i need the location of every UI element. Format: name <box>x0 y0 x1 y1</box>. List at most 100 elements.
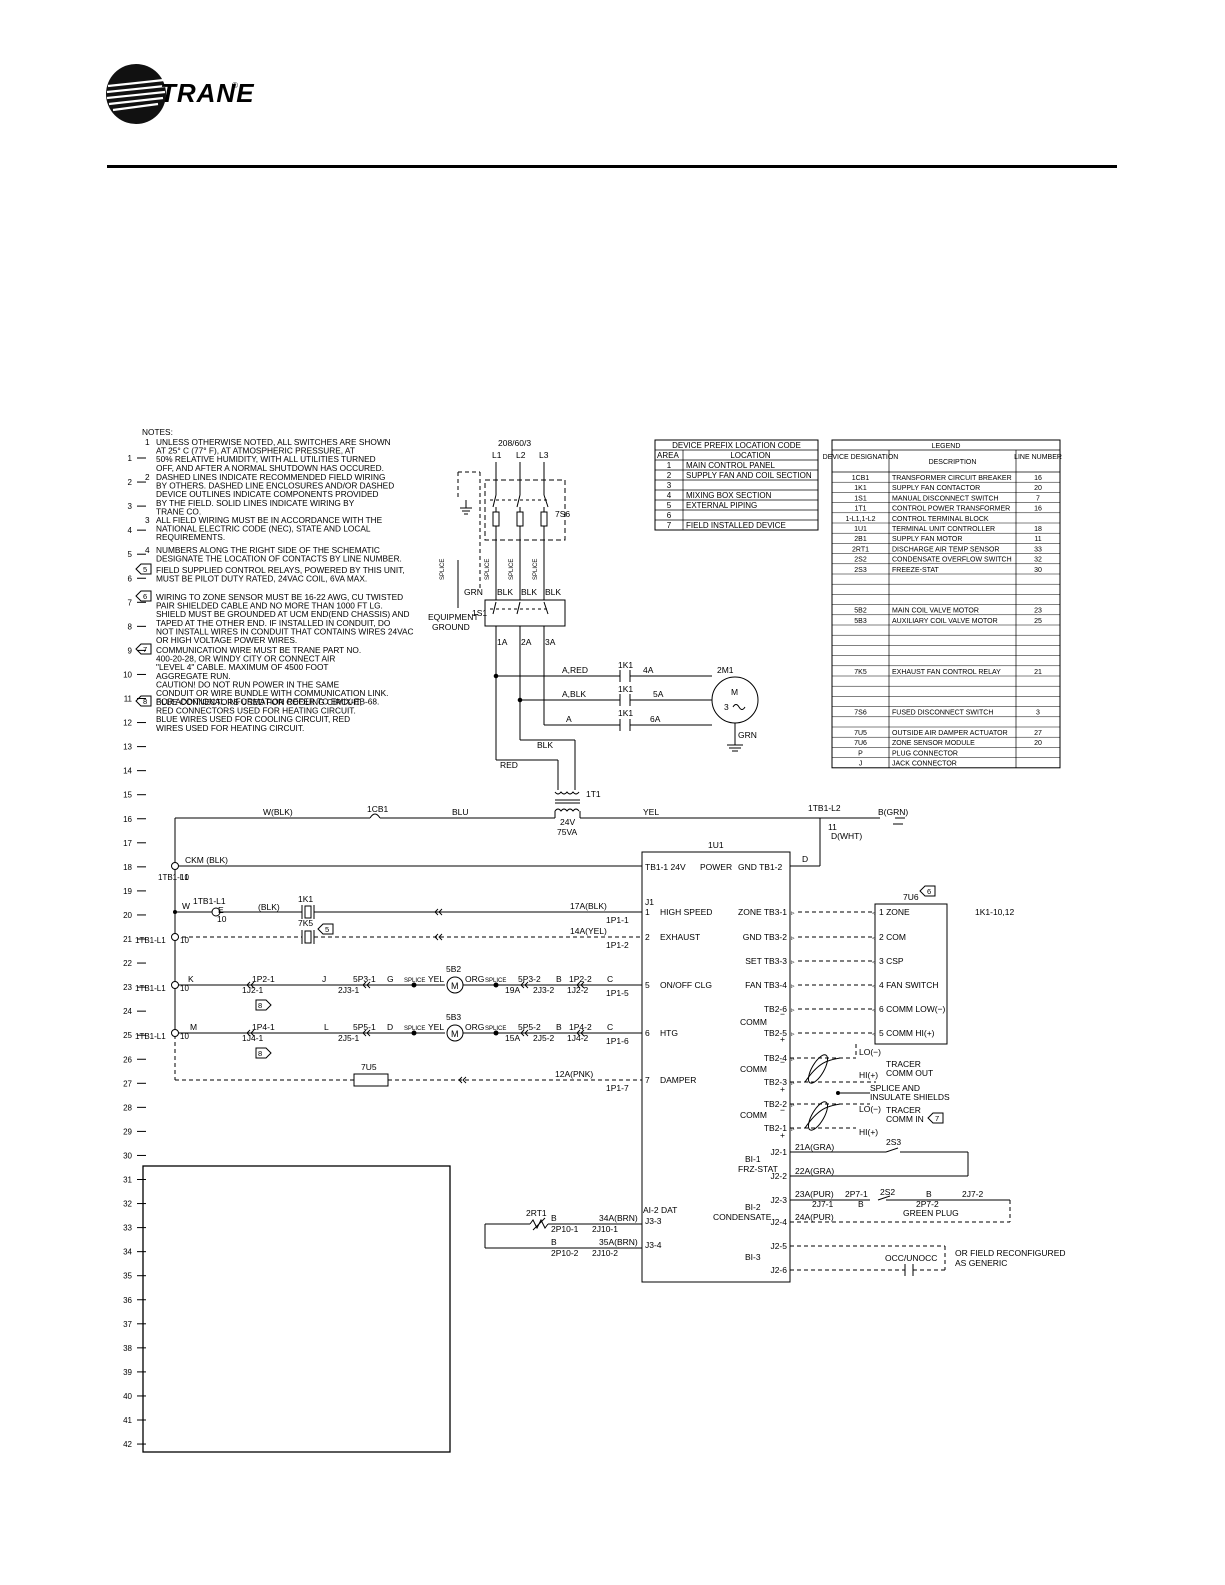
generic-2: AS GENERIC <box>955 1258 1007 1268</box>
line-number-column: 1234567891011121314151617181920212223242… <box>123 454 146 1449</box>
polarity-plus: + <box>780 1084 785 1094</box>
jack-1j2-2: 1J2-2 <box>567 985 589 995</box>
plug-5p5-2: 5P5-2 <box>518 1022 541 1032</box>
contactor-1k1-c: 1K1 <box>618 708 633 718</box>
legend-description-cell: CONTROL TERMINAL BLOCK <box>892 516 989 523</box>
motor-ground-label: GRN <box>738 730 757 740</box>
jack-2j3-1: 2J3-1 <box>338 985 360 995</box>
right-terminal: SET TB3-3 <box>745 956 787 966</box>
jack-2j5-2: 2J5-2 <box>533 1033 555 1043</box>
note-flag-6 <box>135 590 152 602</box>
note-number: 1 <box>145 437 150 447</box>
splice-label-4: SPLICE <box>533 559 539 580</box>
zone-sensor-name: 7U6 <box>903 892 919 902</box>
splice-25b: SPLICE <box>485 1026 506 1032</box>
legend-description-cell: PLUG CONNECTOR <box>892 750 958 757</box>
motor-m-label: M <box>731 687 738 697</box>
input-pin: 2 <box>645 932 650 942</box>
valve-m-5b2: M <box>451 981 459 991</box>
legend-line-cell: 7 <box>1036 495 1040 502</box>
wire-blu: BLU <box>452 807 469 817</box>
transformer-va: 75VA <box>557 827 577 837</box>
legend-description-cell: DISCHARGE AIR TEMP SENSOR <box>892 546 1000 553</box>
line-number: 41 <box>123 1416 132 1425</box>
line-number: 7 <box>128 598 133 607</box>
prefix-area-cell: 4 <box>667 491 672 500</box>
wire-grn-label: GRN <box>464 587 483 597</box>
transformer-volts: 24V <box>560 817 575 827</box>
wire-b-32: B <box>858 1199 864 1209</box>
splice-shields-2: INSULATE SHIELDS <box>870 1092 950 1102</box>
valve-m-5b3: M <box>451 1029 459 1039</box>
wire-b-32b: B <box>926 1189 932 1199</box>
prefix-location-cell: EXTERNAL PIPING <box>686 501 757 510</box>
wire-24a: 24A(PUR) <box>795 1212 834 1222</box>
note-line: CAUTION! DO NOT RUN POWER IN THE SAME <box>156 679 340 689</box>
control-circuits: M M 1TB1-L1 10 1TB1-L1 10 1TB1-L1 10 1TB… <box>135 818 642 1087</box>
wire-l: L <box>324 1022 329 1032</box>
note-line: TRANE CO. <box>156 506 201 516</box>
prefix-location-cell: SUPPLY FAN AND COIL SECTION <box>686 471 812 480</box>
note-number: 4 <box>145 545 150 555</box>
power-label: POWER <box>700 862 732 872</box>
splice-label-3: SPLICE <box>509 559 515 580</box>
plug-1p4-2: 1P4-2 <box>569 1022 592 1032</box>
green-plug: GREEN PLUG <box>903 1208 959 1218</box>
terminal-j3-3: J3-3 <box>645 1216 662 1226</box>
condensate-2s2: 2S2 <box>880 1187 895 1197</box>
legend-description-cell: MANUAL DISCONNECT SWITCH <box>892 495 999 502</box>
occ-unocc: OCC/UNOCC <box>885 1253 937 1263</box>
wire-a-blk: A,BLK <box>562 689 586 699</box>
transformer-1t1: 1T1 <box>586 789 601 799</box>
line-number: 10 <box>123 670 132 679</box>
ground-b-grn: B(GRN) <box>878 807 908 817</box>
input-pin: 6 <box>645 1028 650 1038</box>
dat-sensor: 2RT1 B 2P10-1 2J10-1 34A(BRN) B 2P10-2 2… <box>484 1208 662 1258</box>
prefix-header-location: LOCATION <box>730 451 771 460</box>
wire-d: D <box>802 854 808 864</box>
input-label: HTG <box>660 1028 678 1038</box>
legend-line-cell: 11 <box>1034 536 1041 543</box>
note-line: PAIR SHIELDED CABLE AND NO MORE THAN 100… <box>156 601 383 611</box>
comm-in-lo: LO(−) <box>859 1104 881 1114</box>
legend-description-cell: TERMINAL UNIT CONTROLLER <box>892 526 995 533</box>
tb-1tb1-l2: 1TB1-L2 <box>808 803 841 813</box>
terminal-arrow: ▹ <box>791 1031 795 1038</box>
trademark: ® <box>232 81 238 90</box>
zone-arrow: ◃ <box>872 1031 876 1038</box>
legend-device-cell: 2S2 <box>854 557 867 564</box>
note-flag-5 <box>135 563 152 575</box>
line-number: 1 <box>128 454 133 463</box>
note-line: WIRING TO ZONE SENSOR MUST BE 16-22 AWG,… <box>156 592 403 602</box>
legend-header-device: DEVICE DESIGNATION <box>823 454 899 461</box>
legend-line-cell: 18 <box>1034 526 1042 533</box>
legend-device-cell: 1T1 <box>854 506 866 513</box>
note-line: DEVICE OUTLINES INDICATE COMPONENTS PROV… <box>156 489 379 499</box>
legend-description-cell: FREEZE-STAT <box>892 567 940 574</box>
note-5-flag <box>317 923 334 935</box>
notes-title: NOTES: <box>142 427 173 437</box>
plug-1p2-1: 1P2-1 <box>252 974 275 984</box>
legend-header-line: LINE NUMBER <box>1014 454 1062 461</box>
zone-arrow: ◃ <box>872 959 876 966</box>
wire-blk-1: BLK <box>497 587 513 597</box>
note-line: AGGREGATE RUN. <box>156 671 231 681</box>
note-number: 6 <box>143 592 147 601</box>
wire-23a: 23A(PUR) <box>795 1189 834 1199</box>
wire-g: G <box>387 974 394 984</box>
comm-out-hi: HI(+) <box>859 1070 878 1080</box>
legend-description-cell: CONTROL POWER TRANSFORMER <box>892 506 1010 513</box>
bus-label-23: 1TB1-L1 <box>135 984 166 993</box>
polarity-plus: + <box>780 1130 785 1140</box>
wire-j: J <box>322 974 326 984</box>
legend-line-cell: 21 <box>1034 669 1042 676</box>
note-line: FOR ADDITIONAL INFORMATION REFER TO EMIX… <box>156 697 379 707</box>
line-number: 23 <box>123 983 132 992</box>
right-terminal: ZONE TB3-1 <box>738 907 787 917</box>
bi1-label: BI-1 <box>745 1154 761 1164</box>
legend-device-cell: 5B3 <box>854 618 867 625</box>
note-line: UNLESS OTHERWISE NOTED, ALL SWITCHES ARE… <box>156 437 391 447</box>
line-number: 5 <box>128 550 133 559</box>
